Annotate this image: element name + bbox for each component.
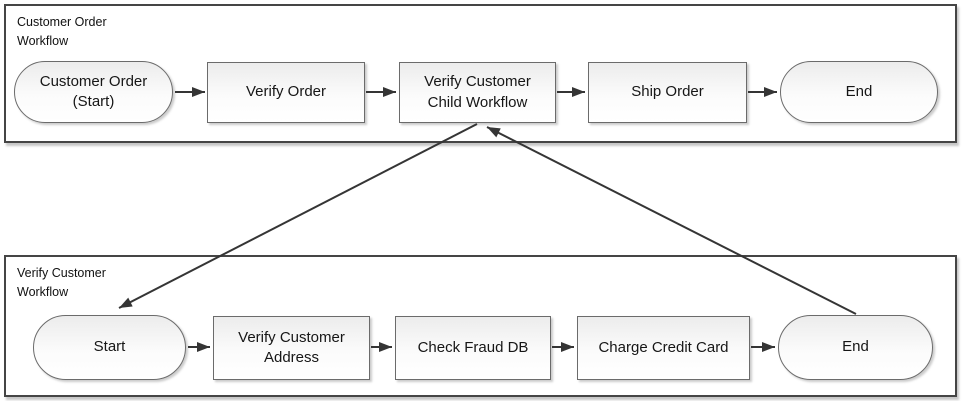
node-end-parent[interactable]: End — [780, 61, 938, 123]
node-verify-customer-address[interactable]: Verify Customer Address — [213, 316, 370, 380]
node-verify-customer-child-workflow[interactable]: Verify Customer Child Workflow — [399, 62, 556, 123]
node-end-child[interactable]: End — [778, 315, 933, 380]
node-verify-order[interactable]: Verify Order — [207, 62, 365, 123]
node-start-child[interactable]: Start — [33, 315, 186, 380]
lane-title-customer-order-workflow: Customer Order Workflow — [17, 15, 107, 48]
node-charge-credit-card[interactable]: Charge Credit Card — [577, 316, 750, 380]
lane-title-verify-customer-workflow: Verify Customer Workflow — [17, 266, 106, 299]
node-customer-order-start[interactable]: Customer Order (Start) — [14, 61, 173, 123]
node-ship-order[interactable]: Ship Order — [588, 62, 747, 123]
node-check-fraud-db[interactable]: Check Fraud DB — [395, 316, 551, 380]
